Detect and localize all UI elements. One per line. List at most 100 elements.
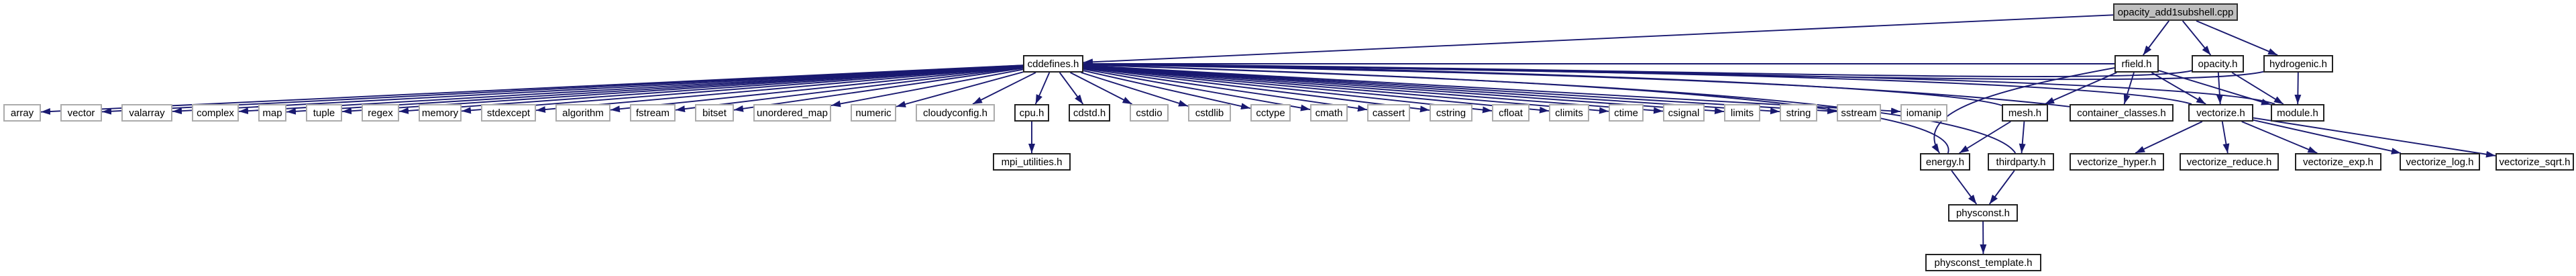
node-label: sstream: [1841, 107, 1877, 119]
node-label: physconst_template.h: [1934, 257, 2033, 269]
node-hydrogenic_h[interactable]: hydrogenic.h: [2263, 55, 2333, 73]
node-label: cassert: [1372, 107, 1405, 119]
edge-cddefines_h-map: [286, 64, 1024, 115]
node-label: rfield.h: [2121, 58, 2152, 70]
node-label: vector: [67, 107, 95, 119]
edge-vectorize_h-vectorize_hyper_h: [2135, 121, 2203, 154]
node-numeric: numeric: [851, 104, 896, 122]
edge-cddefines_h-cctype: [1083, 70, 1251, 110]
node-label: vectorize_hyper.h: [2077, 156, 2157, 168]
edge-vectorize_h-vectorize_reduce_h: [2221, 121, 2230, 154]
node-mesh_h[interactable]: mesh.h: [2002, 104, 2048, 122]
node-valarray: valarray: [121, 104, 172, 122]
node-label: valarray: [129, 107, 165, 119]
node-thirdparty_h[interactable]: thirdparty.h: [1988, 153, 2054, 171]
edge-module_h-cddefines_h: [1083, 60, 2275, 105]
edge-cddefines_h-limits: [1083, 65, 1725, 115]
edge-opacity_add1subshell_cpp-cddefines_h: [1083, 14, 2114, 66]
edge-thirdparty_h-cddefines_h: [1083, 61, 2017, 154]
node-label: physconst.h: [1955, 207, 2010, 219]
node-energy_h[interactable]: energy.h: [1920, 153, 1970, 171]
node-rfield_h[interactable]: rfield.h: [2114, 55, 2159, 73]
node-label: map: [262, 107, 282, 119]
edge-cddefines_h-cstdio: [1070, 72, 1132, 105]
node-label: module.h: [2277, 107, 2318, 119]
edge-cddefines_h-tuple: [341, 65, 1024, 115]
node-label: array: [10, 107, 34, 119]
node-container_classes_h[interactable]: container_classes.h: [2070, 104, 2174, 122]
node-opacity_h[interactable]: opacity.h: [2192, 55, 2244, 73]
edge-opacity_h-cddefines_h: [1083, 60, 2192, 77]
edge-cddefines_h-algorithm: [610, 66, 1024, 113]
node-label: cstdlib: [1195, 107, 1224, 119]
node-stdexcept: stdexcept: [481, 104, 536, 122]
edge-cddefines_h-ctime: [1083, 65, 1609, 114]
node-label: mpi_utilities.h: [1001, 156, 1063, 168]
node-vectorize_hyper_h[interactable]: vectorize_hyper.h: [2070, 153, 2164, 171]
node-string: string: [1780, 104, 1817, 122]
edge-cddefines_h-regex: [398, 65, 1024, 114]
edge-cddefines_h-memory: [461, 65, 1024, 114]
node-csignal: csignal: [1663, 104, 1705, 122]
node-label: tuple: [313, 107, 335, 119]
node-vectorize_h[interactable]: vectorize.h: [2188, 104, 2253, 122]
node-map: map: [258, 104, 286, 122]
node-cddefines_h[interactable]: cddefines.h: [1023, 55, 1083, 73]
node-label: bitset: [702, 107, 727, 119]
node-label: cmath: [1315, 107, 1343, 119]
node-label: climits: [1555, 107, 1583, 119]
edge-opacity_add1subshell_cpp-rfield_h: [2143, 20, 2169, 56]
node-label: string: [1786, 107, 1811, 119]
edge-cddefines_h-cmath: [1083, 68, 1311, 111]
node-physconst_h[interactable]: physconst.h: [1948, 204, 2018, 222]
node-cassert: cassert: [1367, 104, 1410, 122]
edge-cddefines_h-numeric: [896, 71, 1024, 107]
node-label: csignal: [1668, 107, 1700, 119]
node-unordered_map: unordered_map: [753, 104, 831, 122]
node-sstream: sstream: [1837, 104, 1881, 122]
node-label: memory: [421, 107, 459, 119]
edge-cddefines_h-cassert: [1083, 67, 1368, 112]
node-limits: limits: [1724, 104, 1760, 122]
node-label: cddefines.h: [1027, 58, 1079, 70]
node-label: complex: [197, 107, 234, 119]
edge-cddefines_h-unordered_map: [830, 68, 1024, 107]
node-mpi_utilities_h[interactable]: mpi_utilities.h: [993, 153, 1071, 171]
node-cpu_h[interactable]: cpu.h: [1014, 104, 1049, 122]
node-label: thirdparty.h: [1996, 156, 2046, 168]
edge-cddefines_h-vector: [101, 64, 1024, 115]
node-module_h[interactable]: module.h: [2271, 104, 2324, 122]
node-cctype: cctype: [1250, 104, 1291, 122]
edge-cddefines_h-csignal: [1083, 65, 1664, 114]
node-label: vectorize_log.h: [2406, 156, 2474, 168]
edge-cddefines_h-valarray: [172, 64, 1024, 115]
edge-energy_h-physconst_h: [1951, 170, 1978, 205]
node-array: array: [3, 104, 41, 122]
node-vectorize_exp_h[interactable]: vectorize_exp.h: [2295, 153, 2381, 171]
node-label: container_classes.h: [2077, 107, 2166, 119]
node-vectorize_sqrt_h[interactable]: vectorize_sqrt.h: [2496, 153, 2574, 171]
node-cstdlib: cstdlib: [1188, 104, 1231, 122]
edge-cddefines_h-iomanip: [1083, 64, 1901, 115]
edge-opacity_h-module_h: [2231, 72, 2284, 105]
node-vectorize_reduce_h[interactable]: vectorize_reduce.h: [2180, 153, 2279, 171]
node-label: numeric: [855, 107, 892, 119]
edge-thirdparty_h-physconst_h: [1988, 170, 2015, 205]
edge-rfield_h-energy_h: [1931, 67, 2115, 154]
node-cfloat: cfloat: [1492, 104, 1529, 122]
node-vectorize_log_h[interactable]: vectorize_log.h: [2400, 153, 2480, 171]
node-label: cfloat: [1499, 107, 1523, 119]
node-label: ctime: [1614, 107, 1638, 119]
node-label: cctype: [1256, 107, 1285, 119]
edge-cddefines_h-cstring: [1083, 66, 1430, 113]
node-physconst_template_h[interactable]: physconst_template.h: [1925, 254, 2041, 271]
node-label: vectorize_exp.h: [2302, 156, 2374, 168]
node-ctime: ctime: [1609, 104, 1644, 122]
node-memory: memory: [419, 104, 462, 122]
node-label: hydrogenic.h: [2269, 58, 2327, 70]
node-cloudyconfig_h: cloudyconfig.h: [916, 104, 995, 122]
node-cdstd_h[interactable]: cdstd.h: [1069, 104, 1110, 122]
node-fstream: fstream: [630, 104, 676, 122]
node-label: stdexcept: [486, 107, 531, 119]
